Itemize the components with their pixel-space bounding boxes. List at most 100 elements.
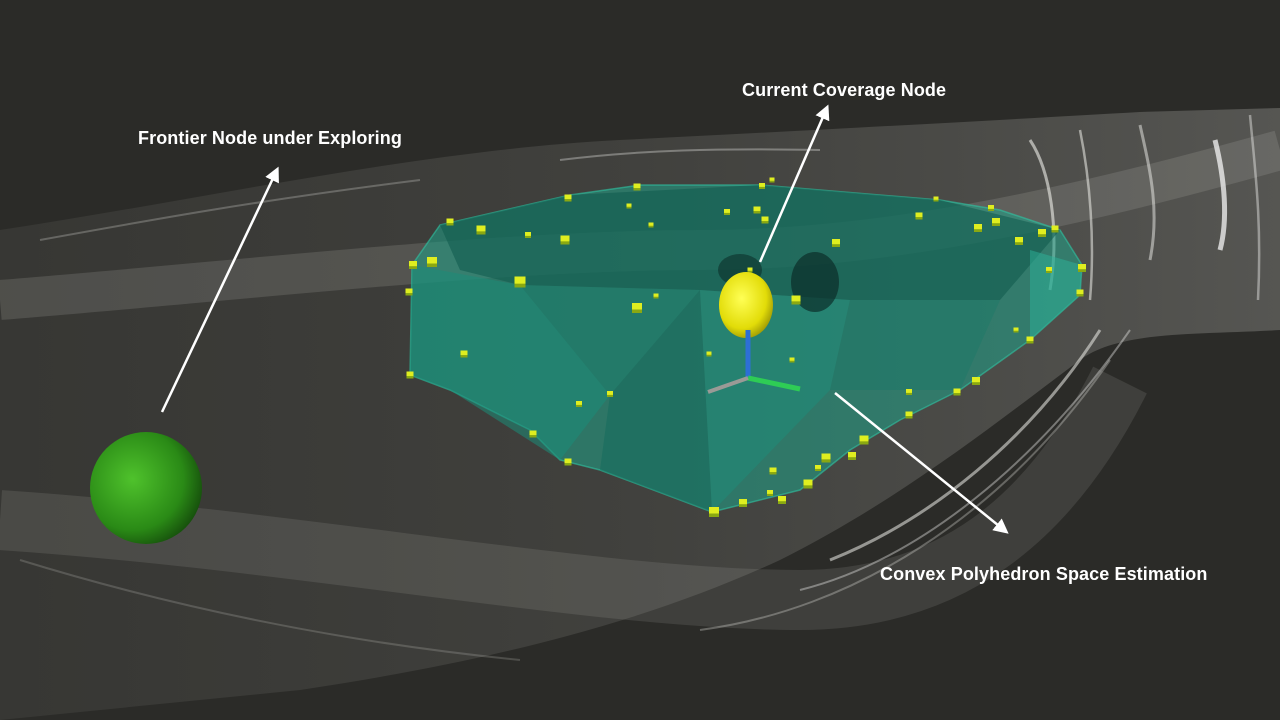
vertex-marker-shade: [769, 472, 777, 475]
vertex-marker-shade: [706, 354, 712, 357]
vertex-marker-shade: [1015, 242, 1023, 245]
vertex-marker-shade: [1038, 234, 1046, 237]
vertex-marker-shade: [759, 186, 765, 189]
vertex-marker-shade: [988, 208, 994, 211]
vertex-marker-shade: [953, 393, 961, 396]
vertex-marker: [1015, 237, 1023, 245]
vertex-marker: [905, 411, 913, 419]
vertex-marker-shade: [409, 266, 417, 269]
vertex-marker-shade: [724, 212, 730, 215]
coverage-node-label: Current Coverage Node: [742, 80, 947, 100]
vertex-marker-shade: [1078, 269, 1086, 272]
vertex-marker: [974, 224, 982, 232]
vertex-marker-shade: [739, 504, 747, 507]
coverage-arrow: [758, 104, 830, 263]
vertex-marker-shade: [460, 355, 468, 358]
vertex-marker-shade: [576, 404, 582, 407]
vertex-marker-shade: [915, 217, 923, 220]
vertex-marker: [859, 435, 869, 445]
vertex-marker-shade: [1076, 294, 1084, 297]
vertex-marker-shade: [815, 468, 821, 471]
vertex-marker-shade: [525, 235, 531, 238]
vertex-marker: [525, 232, 531, 238]
vertex-marker-shade: [1026, 341, 1034, 344]
vertex-marker: [988, 205, 994, 211]
vertex-marker-shade: [648, 225, 654, 228]
vertex-marker: [1038, 229, 1046, 237]
vertex-marker: [739, 499, 747, 507]
vertex-marker: [446, 218, 454, 226]
vertex-marker: [953, 388, 961, 396]
vertex-marker-shade: [709, 513, 719, 517]
vertex-marker: [633, 183, 641, 191]
vertex-marker-shade: [476, 231, 486, 235]
vertex-marker: [815, 465, 821, 471]
vertex-marker: [769, 467, 777, 475]
vertex-marker-shade: [821, 459, 831, 463]
vertex-marker-shade: [1013, 330, 1019, 333]
vertex-marker: [933, 196, 939, 202]
vertex-marker: [915, 212, 923, 220]
vertex-marker: [626, 203, 632, 209]
vertex-marker: [706, 351, 712, 357]
vertex-marker: [709, 507, 719, 517]
vertex-marker-shade: [405, 293, 413, 296]
vertex-marker-shade: [633, 188, 641, 191]
vertex-marker-shade: [905, 416, 913, 419]
vertex-marker-shade: [972, 382, 980, 385]
vertex-marker-shade: [564, 199, 572, 202]
convex-arrow: [834, 392, 1009, 534]
frontier-node-label: Frontier Node under Exploring: [138, 128, 402, 148]
vertex-marker-shade: [753, 211, 761, 214]
vertex-marker: [761, 216, 769, 224]
vertex-marker-shade: [406, 376, 414, 379]
vertex-marker-shade: [560, 241, 570, 245]
vertex-marker: [632, 303, 642, 313]
coverage-node-sphere: [719, 272, 773, 338]
vertex-marker-shade: [832, 244, 840, 247]
vertex-markers: [405, 177, 1086, 517]
vertex-marker: [1026, 336, 1034, 344]
vertex-marker: [1076, 289, 1084, 297]
vertex-marker-shade: [974, 229, 982, 232]
vertex-marker: [1078, 264, 1086, 272]
vertex-marker-shade: [803, 485, 813, 489]
vertex-marker-shade: [446, 223, 454, 226]
vertex-marker: [789, 357, 795, 363]
vertex-marker: [1051, 225, 1059, 233]
convex-estimation-label: Convex Polyhedron Space Estimation: [880, 564, 1208, 584]
vertex-marker-shade: [778, 501, 786, 504]
vertex-marker-shade: [427, 263, 437, 267]
vertex-marker: [514, 276, 526, 288]
vertex-marker-shade: [632, 309, 642, 313]
vertex-marker: [832, 239, 840, 247]
vertex-marker: [1046, 267, 1052, 273]
vertex-marker-shade: [607, 394, 613, 397]
vertex-marker-shade: [747, 270, 753, 273]
vertex-marker: [409, 261, 417, 269]
vertex-marker: [1013, 327, 1019, 333]
vertex-marker: [778, 496, 786, 504]
vertex-marker-shade: [767, 493, 773, 496]
vertex-marker: [769, 177, 775, 183]
frontier-node-sphere: [90, 432, 202, 544]
vertex-marker: [576, 401, 582, 407]
vertex-marker: [427, 257, 437, 267]
vertex-marker: [821, 453, 831, 463]
vertex-marker: [906, 389, 912, 395]
vertex-marker-shade: [791, 301, 801, 305]
vertex-marker: [753, 206, 761, 214]
vertex-marker: [972, 377, 980, 385]
vertex-marker: [759, 183, 765, 189]
vertex-marker-shade: [848, 457, 856, 460]
vertex-marker: [564, 458, 572, 466]
vertex-marker-shade: [1046, 270, 1052, 273]
vertex-marker: [791, 295, 801, 305]
vertex-marker: [767, 490, 773, 496]
vertex-marker: [560, 235, 570, 245]
vertex-marker: [406, 371, 414, 379]
vertex-marker: [460, 350, 468, 358]
vertex-marker-shade: [906, 392, 912, 395]
vertex-marker: [848, 452, 856, 460]
